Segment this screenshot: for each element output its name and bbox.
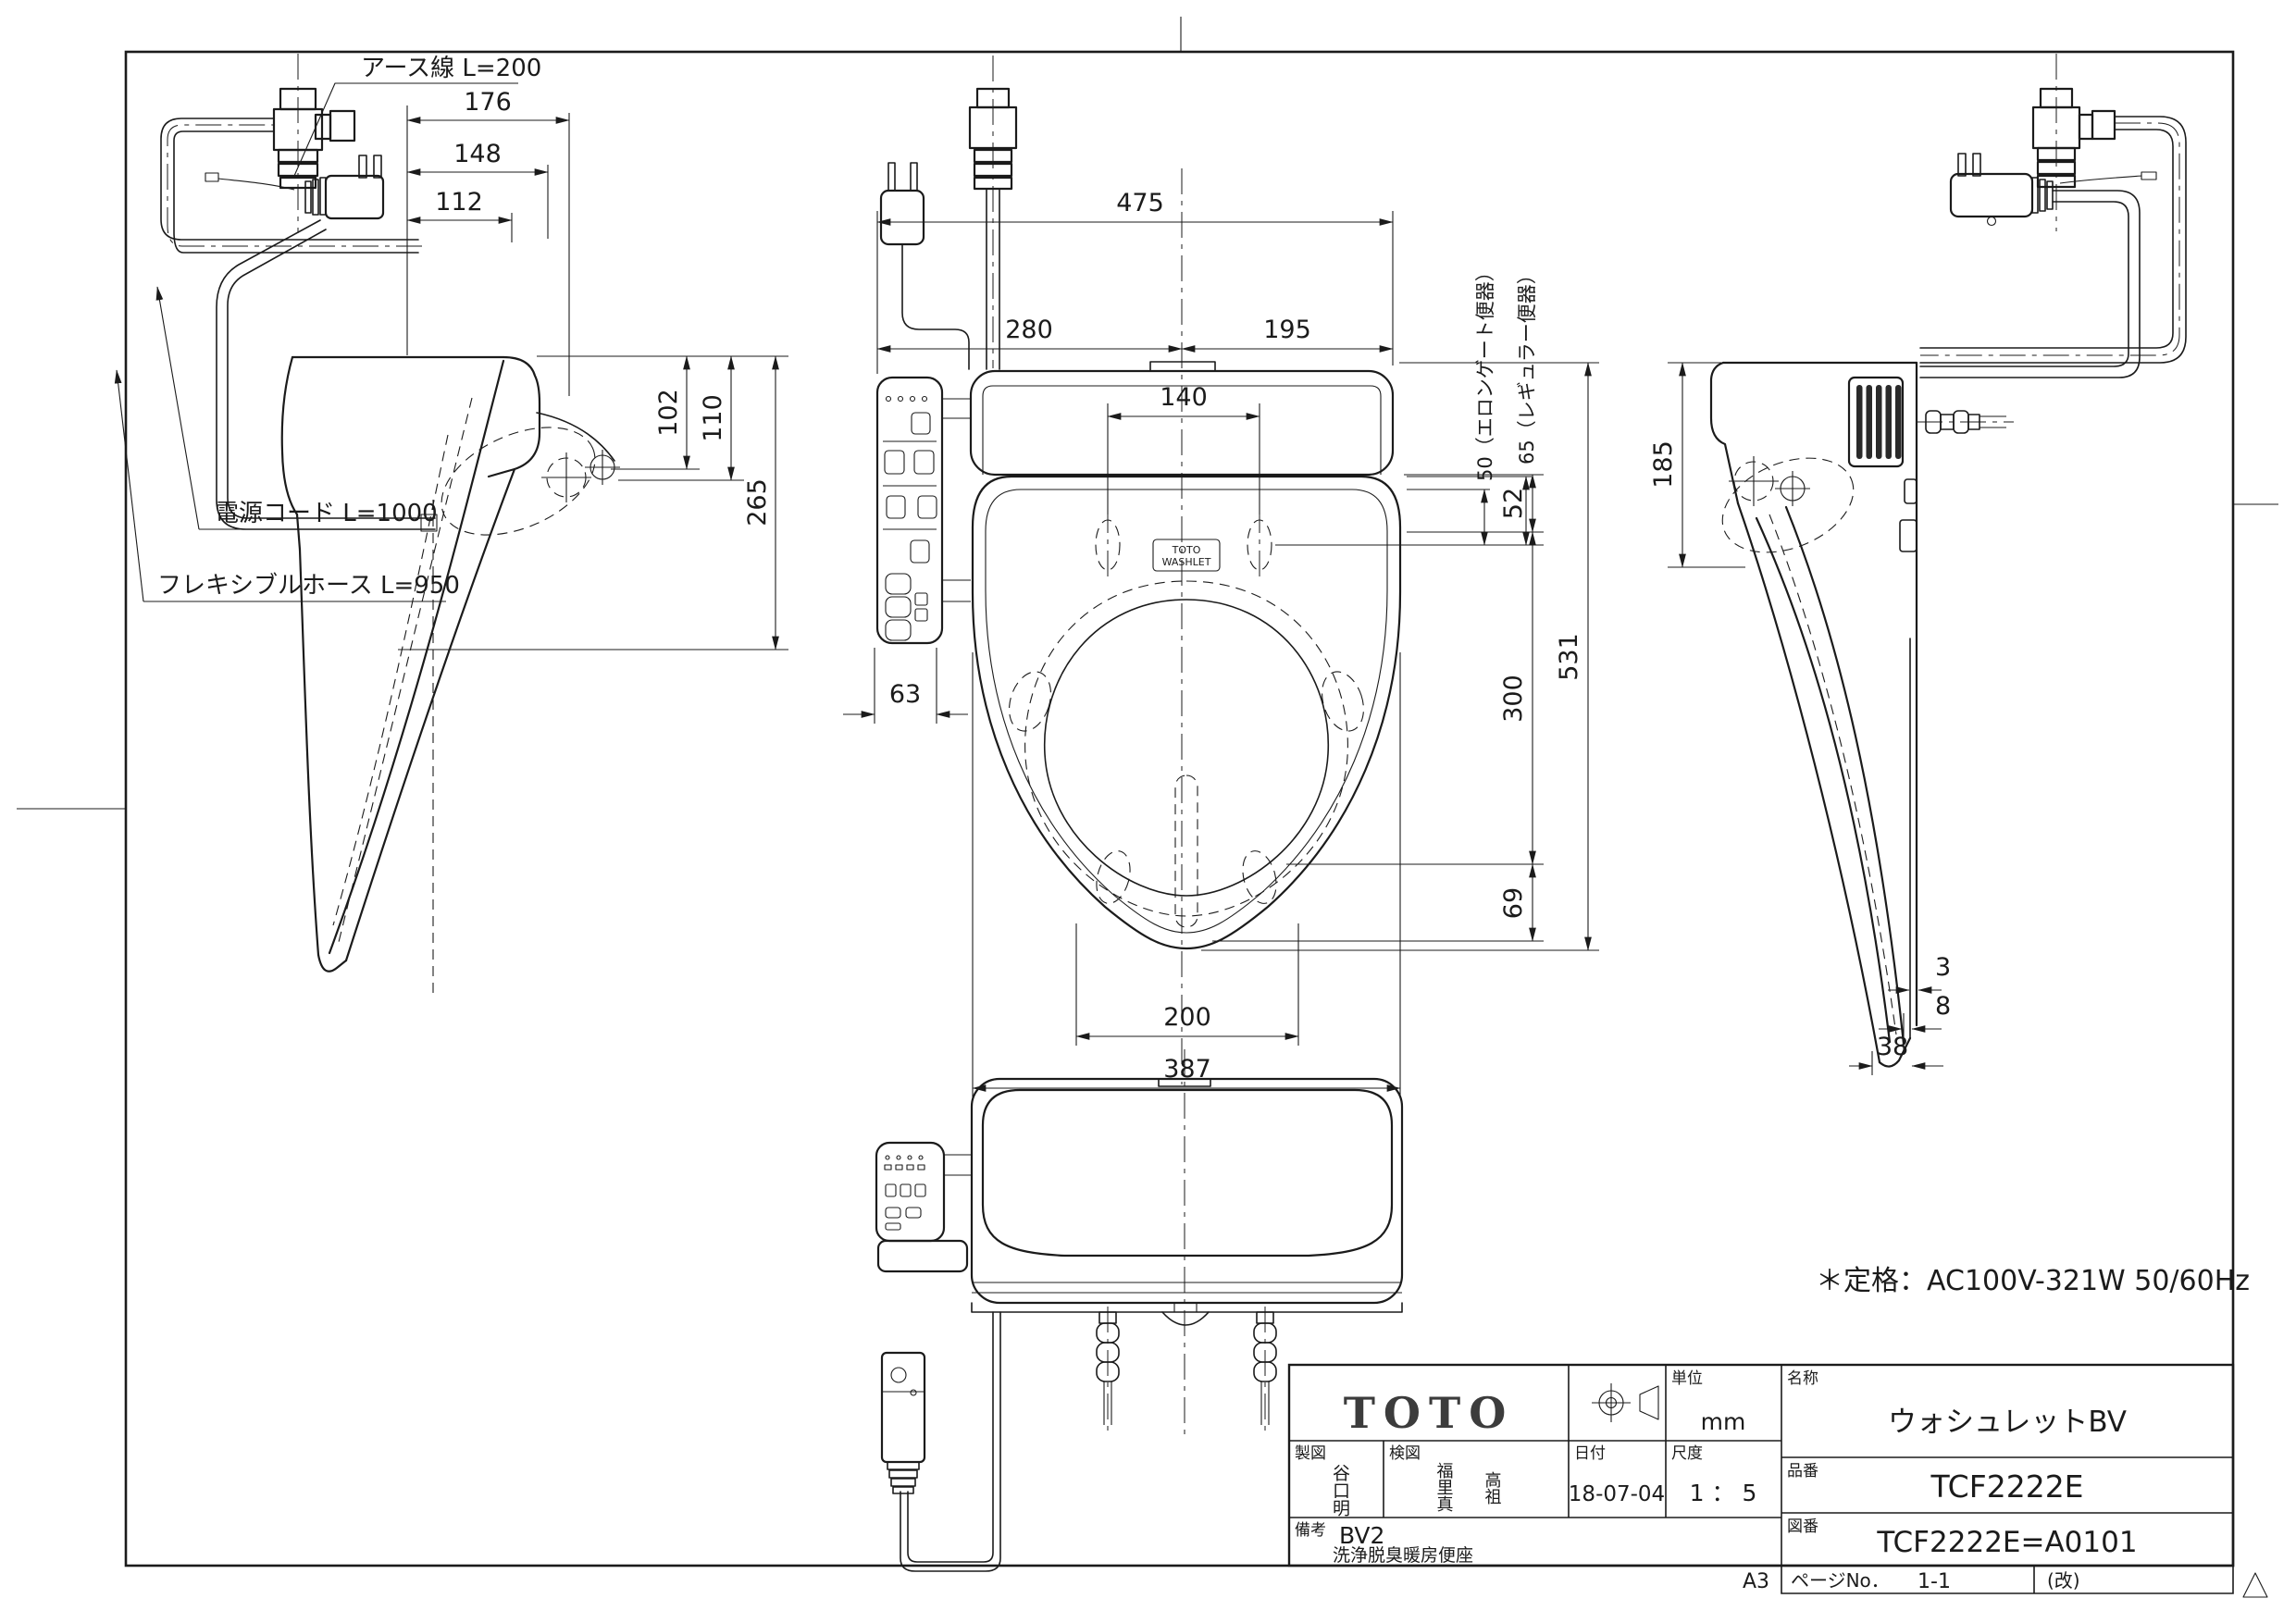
remarks-label: 備考 (1295, 1521, 1326, 1540)
callout-earth-wire: アース線 L=200 (361, 55, 541, 82)
hose-nipple (1917, 410, 2014, 434)
power-cord-front (900, 1311, 1001, 1572)
dim-195: 195 (1263, 316, 1311, 344)
dim-110: 110 (699, 394, 727, 442)
product-label-line2: WASHLET (1162, 556, 1211, 568)
checker-label: 検図 (1389, 1444, 1421, 1463)
earth-wire (205, 172, 295, 191)
dim-140: 140 (1160, 383, 1208, 412)
callout-power-cord: 電源コード L=1000 (215, 500, 438, 527)
dwg-label: 図番 (1787, 1518, 1818, 1536)
dim-8: 8 (1935, 992, 1951, 1021)
left-view-callouts: アース線 L=200 電源コード L=1000 フレキシブルホース L=950 (114, 55, 541, 602)
third-angle-projection-icon (1592, 1383, 1659, 1422)
dim-176: 176 (464, 88, 512, 117)
drafter-value: 谷口明 (1330, 1464, 1350, 1517)
title-block: TOTO 単位 mm 製図 谷口明 検図 福里真 高祖 日付 18-07-04 … (1287, 1363, 2268, 1598)
dim-531: 531 (1555, 633, 1583, 681)
dim-112: 112 (435, 188, 483, 217)
dim-475: 475 (1116, 189, 1164, 217)
bumper-upper-right (1322, 671, 1364, 732)
power-plug-front (880, 1351, 926, 1494)
scale-label: 尺度 (1671, 1444, 1703, 1463)
rev-label: (改) (2047, 1569, 2080, 1592)
dim-52: 52 (1499, 488, 1528, 519)
scale-value: 1 ： 5 (1690, 1480, 1757, 1506)
power-plug-top (879, 162, 970, 370)
flexible-hose-right (1919, 116, 2187, 364)
bumper-upper-left (1009, 671, 1051, 732)
checker-value-1: 福里真 (1434, 1462, 1454, 1512)
revision-triangle-icon (2242, 1572, 2268, 1598)
power-plug-left (304, 155, 385, 220)
top-view-dimensions: 475 280 195 140 50（エロンゲート便器） 65（レギュラー便器）… (843, 189, 1599, 1097)
product-label-plate (1152, 539, 1221, 572)
sheet-size: A3 (1743, 1570, 1769, 1593)
earth-wire-right (2059, 171, 2157, 184)
left-side-view: 176 148 112 102 110 265 アース線 L=200 電源コード… (114, 54, 788, 997)
flexible-hose-left (160, 118, 422, 254)
part-label: 品番 (1787, 1462, 1818, 1481)
hinge-right (1729, 456, 1810, 506)
dim-280: 280 (1005, 316, 1053, 344)
dim-63: 63 (889, 680, 921, 709)
hinge-left (541, 450, 620, 502)
dim-148: 148 (453, 140, 502, 168)
front-view (875, 1049, 1404, 1572)
checker-value-2: 高祖 (1483, 1471, 1502, 1505)
hose-connectors-front (1096, 1307, 1277, 1432)
tank-top (969, 361, 1395, 477)
dim-300: 300 (1499, 675, 1528, 723)
dim-69: 69 (1499, 887, 1528, 919)
remarks-line2: 洗浄脱臭暖房便座 (1333, 1545, 1473, 1566)
unit-label: 単位 (1671, 1369, 1703, 1388)
left-view-dimensions: 176 148 112 102 110 265 (398, 88, 788, 650)
supply-pipe-top (968, 56, 1018, 370)
dwg-value: TCF2222E=A0101 (1876, 1526, 2137, 1559)
rating-note: ＊定格：AC100V-321W 50/60Hz (1816, 1265, 2250, 1297)
dim-185: 185 (1649, 440, 1678, 489)
control-panel-top (875, 376, 971, 645)
washlet-body-right (1709, 361, 1918, 1068)
power-cord-right (1919, 190, 2141, 378)
dim-38: 38 (1877, 1033, 1908, 1061)
date-label: 日付 (1574, 1444, 1606, 1463)
top-plan-view: TOTO WASHLET 475 280 195 140 50（エロンゲー (843, 56, 1599, 1097)
dim-50-elongate: 50（エロンゲート便器） (1474, 262, 1496, 481)
washlet-body-left (280, 355, 615, 997)
dim-102: 102 (654, 389, 683, 437)
right-view-dimensions: 185 3 8 38 (1649, 362, 1951, 1075)
name-label: 名称 (1787, 1369, 1818, 1388)
page-label: ページNo． (1791, 1569, 1890, 1592)
shutoff-valve-left (272, 54, 356, 233)
drafter-label: 製図 (1295, 1444, 1326, 1463)
vent-grille (1847, 376, 1905, 468)
callout-flexible-hose: フレキシブルホース L=950 (157, 572, 460, 600)
toto-logo: TOTO (1344, 1388, 1515, 1438)
body-front (970, 1077, 1404, 1326)
dim-65-regular: 65（レギュラー便器） (1516, 265, 1538, 465)
page-value: 1-1 (1917, 1570, 1951, 1593)
control-panel-front (875, 1141, 972, 1273)
power-plug-right (1949, 153, 2054, 227)
nozzle-slot (1174, 774, 1198, 928)
product-label-line1: TOTO (1172, 544, 1201, 556)
bumper-lower-left (1096, 850, 1131, 904)
unit-value: mm (1701, 1408, 1746, 1435)
bumper-lower-right (1242, 850, 1277, 904)
right-side-view: 185 3 8 38 (1649, 54, 2187, 1075)
dim-200: 200 (1163, 1003, 1211, 1032)
sheet-frame (17, 17, 2278, 1567)
dim-265: 265 (743, 478, 772, 527)
remarks-line1: BV2 (1339, 1522, 1384, 1549)
seat-top: TOTO WASHLET (971, 475, 1402, 950)
power-cord-left (216, 219, 436, 530)
dim-3: 3 (1935, 953, 1951, 982)
name-value: ウォシュレットBV (1888, 1406, 2127, 1439)
part-value: TCF2222E (1930, 1468, 2083, 1505)
date-value: 18-07-04 (1569, 1482, 1665, 1506)
